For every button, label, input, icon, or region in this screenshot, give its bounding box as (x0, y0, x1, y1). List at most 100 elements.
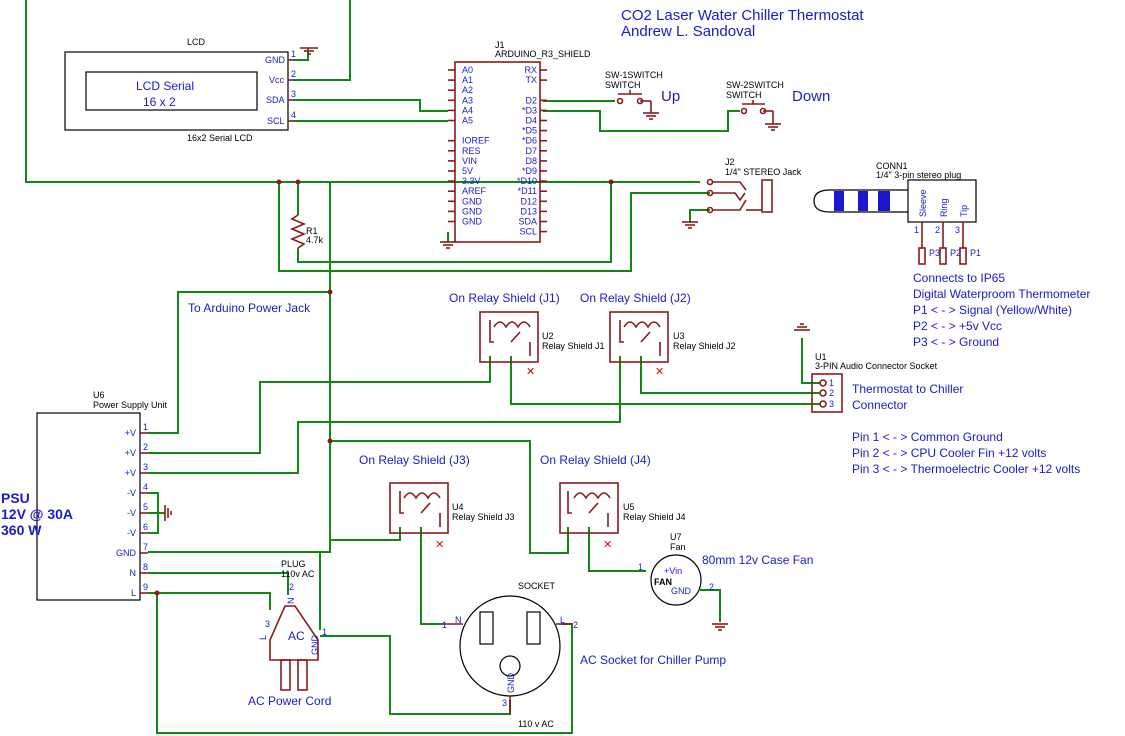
arduino-left-pin: AREF (462, 186, 487, 196)
ac-socket-caption: AC Socket for Chiller Pump (580, 653, 726, 667)
wire-r1-bottom (297, 182, 612, 263)
wire-relay2-socket (640, 356, 820, 394)
plug-num: 3 (955, 225, 960, 235)
psu-pin-num: 7 (143, 542, 148, 552)
arduino-right-pin: *D9 (522, 166, 537, 176)
relay-j4: On Relay Shield (J4) ✕ U5 Relay Shield J… (540, 453, 686, 551)
relay-j1-header: On Relay Shield (J1) (449, 291, 560, 305)
relay-j3: On Relay Shield (J3) ✕ U4 Relay Shield J… (359, 453, 515, 551)
arduino-right-pin: *D6 (522, 136, 537, 146)
sw1-ref: SW-1SWITCH (605, 70, 663, 80)
sw2-ref: SW-2SWITCH (726, 80, 784, 90)
psu-name: Power Supply Unit (93, 400, 168, 410)
arduino-right-pin: SDA (518, 217, 537, 227)
wire-ring (278, 182, 710, 272)
ac-plug-label: AC (288, 629, 305, 643)
arduino-left-pin: VIN (462, 156, 477, 166)
ac-socket-voltage: 110 v AC (518, 719, 554, 729)
socket-label1: Thermostat to Chiller (852, 382, 963, 396)
ac-plug-pin-l: L (258, 635, 268, 640)
psu-pin-name: +V (125, 468, 136, 478)
wire-d3 (543, 110, 740, 132)
arduino-left-pin: RES (462, 146, 481, 156)
plug-note: Digital Waterproom Thermometer (913, 287, 1090, 301)
sw2-name: SWITCH (726, 90, 762, 100)
wire-psu-n (148, 572, 289, 595)
ac-socket-num-n: 1 (442, 620, 447, 630)
fan-vin: +Vin (664, 566, 682, 576)
plug-note: P2 < - > +5v Vcc (913, 319, 1002, 333)
ac-plug-pin-n: N (286, 598, 296, 605)
stereo-jack: J2 1/4" STEREO Jack (706, 157, 802, 214)
ac-plug-gnd: GND (310, 635, 320, 656)
title-line1: CO2 Laser Water Chiller Thermostat (621, 7, 864, 24)
arduino-right-pin: D12 (520, 196, 537, 206)
arduino-name: ARDUINO_R3_SHIELD (495, 49, 591, 59)
arduino-left-pin: A0 (462, 65, 473, 75)
fan-name: Fan (670, 542, 686, 552)
relay-j4-name: Relay Shield J4 (623, 512, 686, 522)
relay-j3-ref: U4 (452, 502, 464, 512)
sw2-label: Down (792, 88, 830, 105)
plug-num: 2 (935, 225, 940, 235)
socket-note: Pin 3 < - > Thermoelectric Cooler +12 vo… (852, 462, 1080, 476)
ac-plug-caption: AC Power Cord (248, 694, 331, 708)
socket-num: 2 (829, 388, 834, 398)
relay-j4-header: On Relay Shield (J4) (540, 453, 651, 467)
power-supply: U6 Power Supply Unit PSU 12V @ 30A 360 W… (1, 390, 168, 601)
ground-jack (682, 221, 698, 229)
wire-lcd-vcc (293, 0, 351, 81)
plug-pad: P2 (950, 248, 961, 258)
psu-ref: U6 (93, 390, 105, 400)
psu-pin-num: 8 (143, 562, 148, 572)
arduino-left-pin: A1 (462, 75, 473, 85)
plug-note: P1 < - > Signal (Yellow/White) (913, 303, 1072, 317)
wire-relay3-in (330, 527, 401, 541)
wire-5v-rail (25, 0, 700, 183)
socket-num: 3 (829, 399, 834, 409)
arduino-power-label: To Arduino Power Jack (188, 301, 311, 315)
wire-psu-l (148, 592, 271, 610)
arduino-right-pin: D8 (525, 156, 537, 166)
lcd-screen (85, 71, 258, 111)
svg-text:✕: ✕ (655, 366, 664, 378)
lcd-outline (64, 51, 289, 131)
wire-relay1-socket (510, 356, 820, 405)
svg-text:✕: ✕ (603, 539, 612, 551)
socket-note: Pin 2 < - > CPU Cooler Fin +12 volts (852, 446, 1046, 460)
wire-v2-relay1 (148, 356, 491, 454)
ground-lcd (300, 47, 318, 55)
fan-ref: U7 (670, 532, 682, 542)
fan-caption: 80mm 12v Case Fan (702, 553, 813, 567)
jack-name: 1/4" STEREO Jack (725, 167, 802, 177)
plug-note: P3 < - > Ground (913, 335, 999, 349)
resistor-value: 4.7k (306, 235, 324, 245)
lcd-pin-num: 2 (291, 69, 296, 79)
junctions (154, 179, 614, 596)
wires (25, 0, 820, 734)
arduino-right-pin: D2 (525, 95, 537, 105)
arduino-left-pin: 5V (462, 166, 473, 176)
ground-sw2 (765, 123, 781, 131)
arduino-right-pin: D7 (525, 146, 537, 156)
arduino-left-pin: A2 (462, 85, 473, 95)
plug-ref: CONN1 (876, 161, 908, 171)
psu-pin-name: +V (125, 448, 136, 458)
lcd-pin-num: 4 (291, 110, 296, 120)
arduino-left-pin: IOREF (462, 136, 490, 146)
wire-relay4-feed (329, 292, 569, 554)
arduino-right-pin: *D3 (522, 105, 537, 115)
wire-fan-gnd (700, 589, 721, 622)
arduino-right-pin: SCL (519, 227, 537, 237)
psu-pin-name: -V (127, 488, 136, 498)
socket-name: 3-PIN Audio Connector Socket (815, 361, 938, 371)
junction (327, 438, 333, 444)
psu-label1: PSU (1, 490, 30, 506)
plug-contact: Ring (939, 198, 949, 217)
plug-contact: Tip (959, 205, 969, 217)
switch-up: SW-1SWITCH SWITCH Up (605, 70, 680, 113)
relay-j3-name: Relay Shield J3 (452, 512, 515, 522)
plug-name: 1/4" 3-pin stereo plug (876, 170, 961, 180)
wire-socket-gnd (801, 338, 820, 384)
